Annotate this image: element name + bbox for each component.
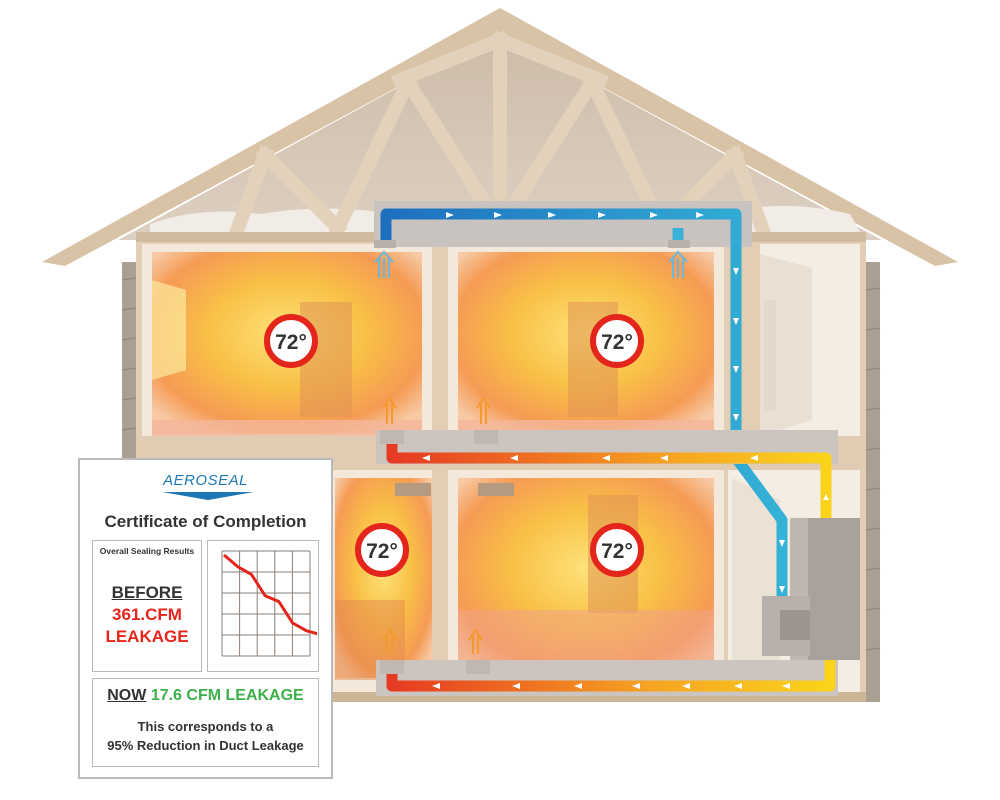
results-label: Overall Sealing Results — [99, 546, 195, 556]
supply-vent-arrows — [382, 396, 491, 654]
thermostat-upper-right: 72° — [590, 314, 644, 368]
reduction-text: This corresponds to a 95% Reduction in D… — [93, 717, 318, 755]
temp-text-upper-left: 72° — [275, 331, 307, 354]
certificate-of-completion: AEROSEAL Certificate of Completion Overa… — [78, 458, 333, 779]
leakage-trend-chart — [221, 550, 321, 657]
summary-box: NOW 17.6 CFM LEAKAGE This corresponds to… — [92, 678, 319, 767]
aeroseal-logo: AEROSEAL — [163, 472, 248, 489]
thermostat-upper-left: 72° — [264, 314, 318, 368]
before-value: 361.CFM — [112, 605, 182, 624]
temp-text-upper-right: 72° — [601, 331, 633, 354]
thermostat-lower-right: 72° — [590, 523, 644, 577]
logo-swoosh-icon — [162, 492, 254, 500]
room-lower-right — [448, 470, 724, 692]
now-line: NOW 17.6 CFM LEAKAGE — [93, 687, 318, 705]
flow-arrows — [422, 212, 829, 689]
leakage-chart-box — [207, 540, 321, 672]
leakage-trend-line — [223, 553, 321, 636]
before-unit: LEAKAGE — [105, 627, 189, 646]
siding-right — [865, 262, 881, 702]
room-upper-side — [760, 244, 860, 436]
now-label: NOW — [107, 687, 147, 704]
hvac-unit — [762, 518, 860, 660]
thermostat-lower-left: 72° — [355, 523, 409, 577]
results-box: Overall Sealing Results BEFORE 361.CFM L… — [92, 540, 202, 672]
lower-supply-duct — [376, 660, 838, 696]
reduction-line-1: This corresponds to a — [137, 719, 274, 734]
temp-text-lower-left: 72° — [366, 540, 398, 563]
room-upper-right — [448, 244, 724, 436]
now-value: 17.6 CFM LEAKAGE — [150, 687, 304, 704]
certificate-title: Certificate of Completion — [104, 512, 307, 531]
before-label: BEFORE — [111, 583, 183, 602]
temp-text-lower-right: 72° — [601, 540, 633, 563]
return-vent-arrows — [374, 250, 688, 278]
reduction-line-2: 95% Reduction in Duct Leakage — [107, 738, 304, 753]
